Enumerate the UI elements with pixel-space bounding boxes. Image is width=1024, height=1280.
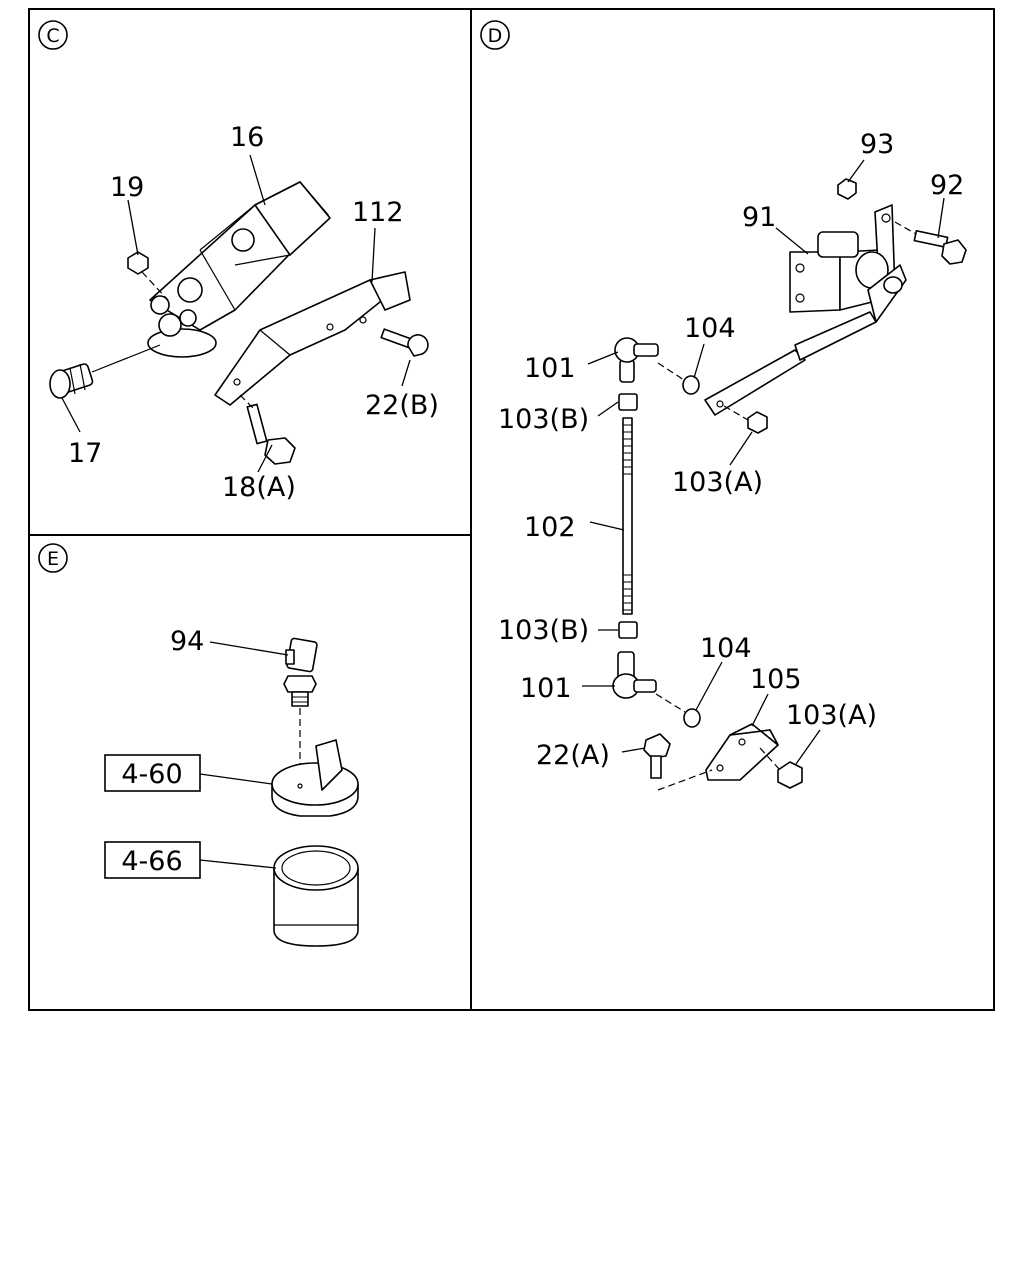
label-22a: 22(A) — [536, 740, 610, 771]
part-105-drawing — [705, 723, 779, 781]
part-101-bottom-drawing — [612, 651, 657, 699]
outer-frame — [28, 8, 995, 1011]
part-103b-bottom-drawing — [618, 621, 638, 639]
section-d-drawing — [582, 159, 967, 791]
part-104-bottom-drawing — [683, 708, 701, 728]
part-93-drawing — [837, 178, 857, 200]
ref-4-66-drawing — [273, 845, 359, 947]
part-17-drawing — [49, 363, 94, 399]
section-marker-d-text: D — [488, 25, 503, 47]
part-101-top-drawing — [614, 337, 659, 383]
section-marker-c-text: C — [46, 25, 59, 47]
part-112-drawing — [214, 271, 411, 406]
label-103b-top: 103(B) — [498, 404, 589, 435]
label-91: 91 — [742, 202, 776, 233]
section-marker-e-text: E — [47, 548, 59, 570]
label-103a-mid: 103(A) — [672, 467, 763, 498]
label-93: 93 — [860, 129, 894, 160]
label-16: 16 — [230, 122, 264, 153]
ref-label-4-66: 4-66 — [121, 846, 182, 877]
label-112: 112 — [352, 197, 404, 228]
part-22b-drawing — [380, 328, 429, 357]
label-104-bottom: 104 — [700, 633, 752, 664]
section-marker-e: E — [38, 543, 68, 573]
label-92: 92 — [930, 170, 964, 201]
ref-label-4-60: 4-60 — [121, 759, 182, 790]
section-e-drawing — [104, 637, 359, 947]
part-104-top-drawing — [682, 375, 700, 395]
label-17: 17 — [68, 438, 102, 469]
label-104-top: 104 — [684, 313, 736, 344]
label-19: 19 — [110, 172, 144, 203]
diagram-frames — [28, 8, 995, 1011]
part-19-drawing — [127, 251, 149, 275]
part-102-drawing — [622, 417, 633, 615]
label-102: 102 — [524, 512, 576, 543]
label-101-bottom: 101 — [520, 673, 572, 704]
label-101-top: 101 — [524, 353, 576, 384]
part-16-drawing — [147, 181, 331, 358]
label-94: 94 — [170, 626, 204, 657]
part-92-drawing — [894, 221, 967, 265]
part-103b-top-drawing — [618, 393, 638, 411]
part-18a-drawing — [239, 394, 296, 465]
lever-arm-drawing — [704, 264, 907, 416]
section-marker-c: C — [38, 20, 68, 50]
part-22a-drawing — [643, 733, 713, 791]
label-103b-bottom: 103(B) — [498, 615, 589, 646]
ref-4-60-drawing — [271, 739, 359, 817]
part-103a-bottom-drawing — [777, 761, 803, 789]
label-103a-bottom: 103(A) — [786, 700, 877, 731]
section-c-drawing — [49, 154, 429, 473]
part-94-drawing — [283, 637, 318, 707]
part-103a-mid-drawing — [747, 411, 768, 434]
section-marker-d: D — [480, 20, 510, 50]
label-105: 105 — [750, 664, 802, 695]
label-18a: 18(A) — [222, 472, 296, 503]
label-22b: 22(B) — [365, 390, 439, 421]
